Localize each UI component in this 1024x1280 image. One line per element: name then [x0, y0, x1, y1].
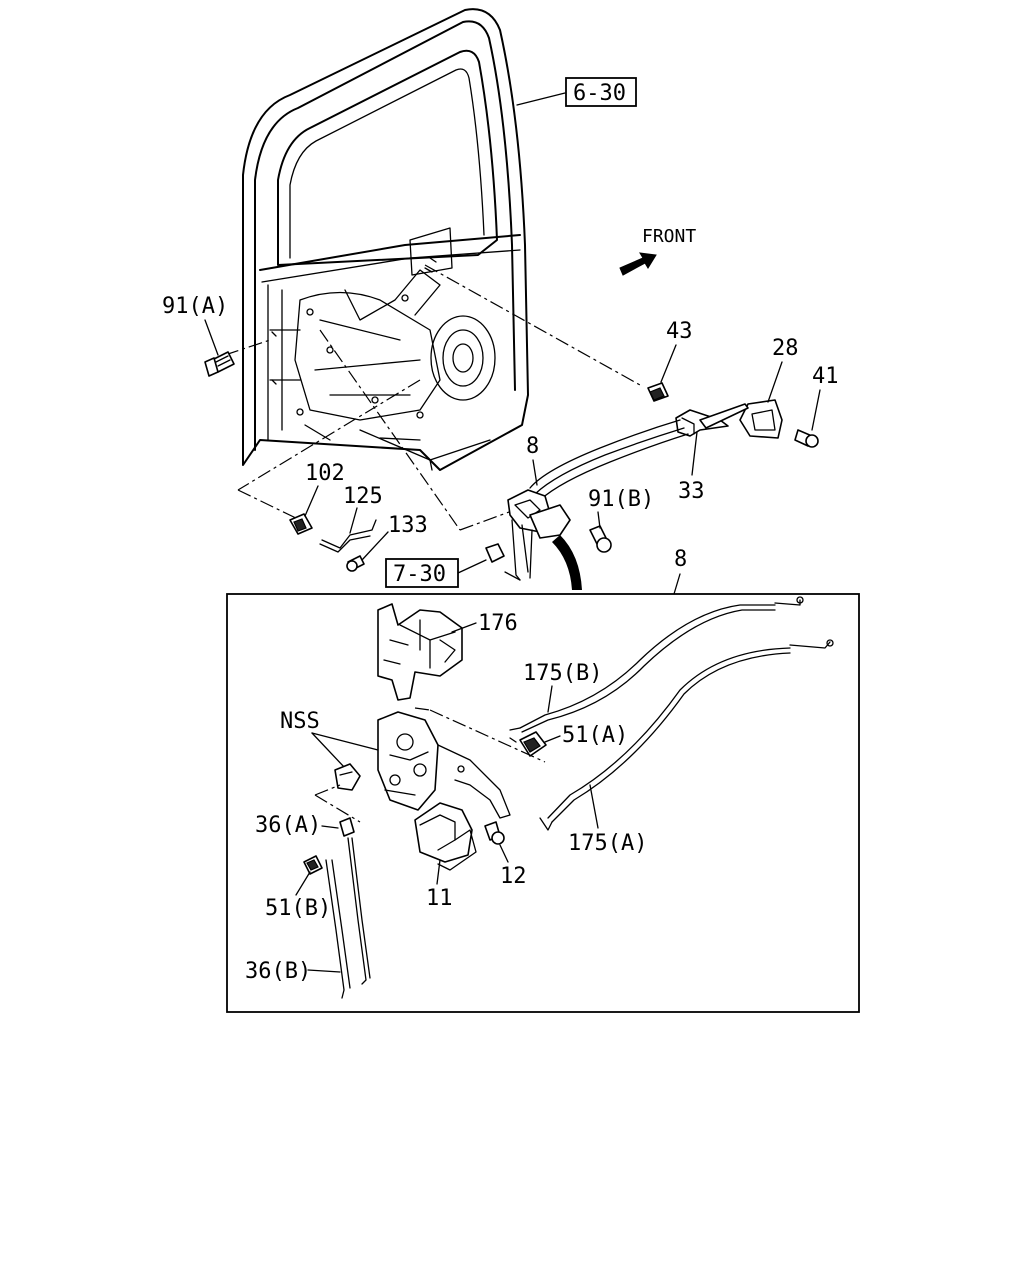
door-lock-assembly [504, 489, 571, 581]
callout-175b: 175(B) [523, 661, 602, 686]
screw-12 [484, 821, 505, 845]
screw-41 [794, 429, 819, 448]
callout-102: 102 [305, 461, 345, 486]
callout-91b: 91(B) [588, 487, 654, 512]
rod-125 [319, 519, 377, 553]
handle-bezel-28 [739, 399, 783, 439]
callout-11: 11 [426, 886, 453, 911]
callout-8-detail: 8 [674, 547, 687, 572]
callout-133: 133 [388, 513, 428, 538]
callout-91a: 91(A) [162, 294, 228, 319]
detail-arrow-icon [552, 535, 582, 590]
screw-133 [346, 555, 365, 572]
callout-nss: NSS [280, 709, 320, 734]
callout-125: 125 [343, 484, 383, 509]
actuator-11 [414, 802, 477, 871]
nss-actuator [334, 763, 361, 791]
front-direction-indicator: FRONT [619, 226, 696, 276]
front-arrow-icon [619, 252, 657, 276]
inside-handle-33 [675, 403, 749, 437]
grommet-51a [519, 731, 547, 757]
callout-43: 43 [666, 319, 693, 344]
bolt-91a [204, 351, 235, 377]
callout-175a: 175(A) [568, 831, 647, 856]
door-reference-label: 6-30 [573, 81, 626, 106]
panel-reference-box: 7-30 [385, 543, 505, 588]
front-label: FRONT [642, 226, 696, 247]
callout-41: 41 [812, 364, 839, 389]
door-shell [242, 8, 529, 471]
panel-reference-label: 7-30 [393, 562, 446, 587]
lock-mechanism [377, 711, 511, 819]
cable-175a [539, 639, 834, 831]
callout-51b: 51(B) [265, 896, 331, 921]
rod-36b [325, 837, 371, 999]
callout-176: 176 [478, 611, 518, 636]
detail-panel: 8 [226, 547, 860, 1013]
callout-51a: 51(A) [562, 723, 628, 748]
clip-43 [647, 382, 669, 402]
callout-12: 12 [500, 864, 527, 889]
callout-36a: 36(A) [255, 813, 321, 838]
door-reference-box: 6-30 [516, 77, 637, 107]
clip-102 [289, 513, 313, 535]
callout-33: 33 [678, 479, 705, 504]
callout-28: 28 [772, 336, 799, 361]
rod-36a [339, 817, 355, 837]
grommet-51b [303, 855, 323, 875]
cable-175b [509, 596, 804, 743]
callout-36b: 36(B) [245, 959, 311, 984]
bracket-176 [377, 603, 463, 701]
bolt-91b [589, 525, 612, 553]
callout-8-top: 8 [526, 434, 539, 459]
